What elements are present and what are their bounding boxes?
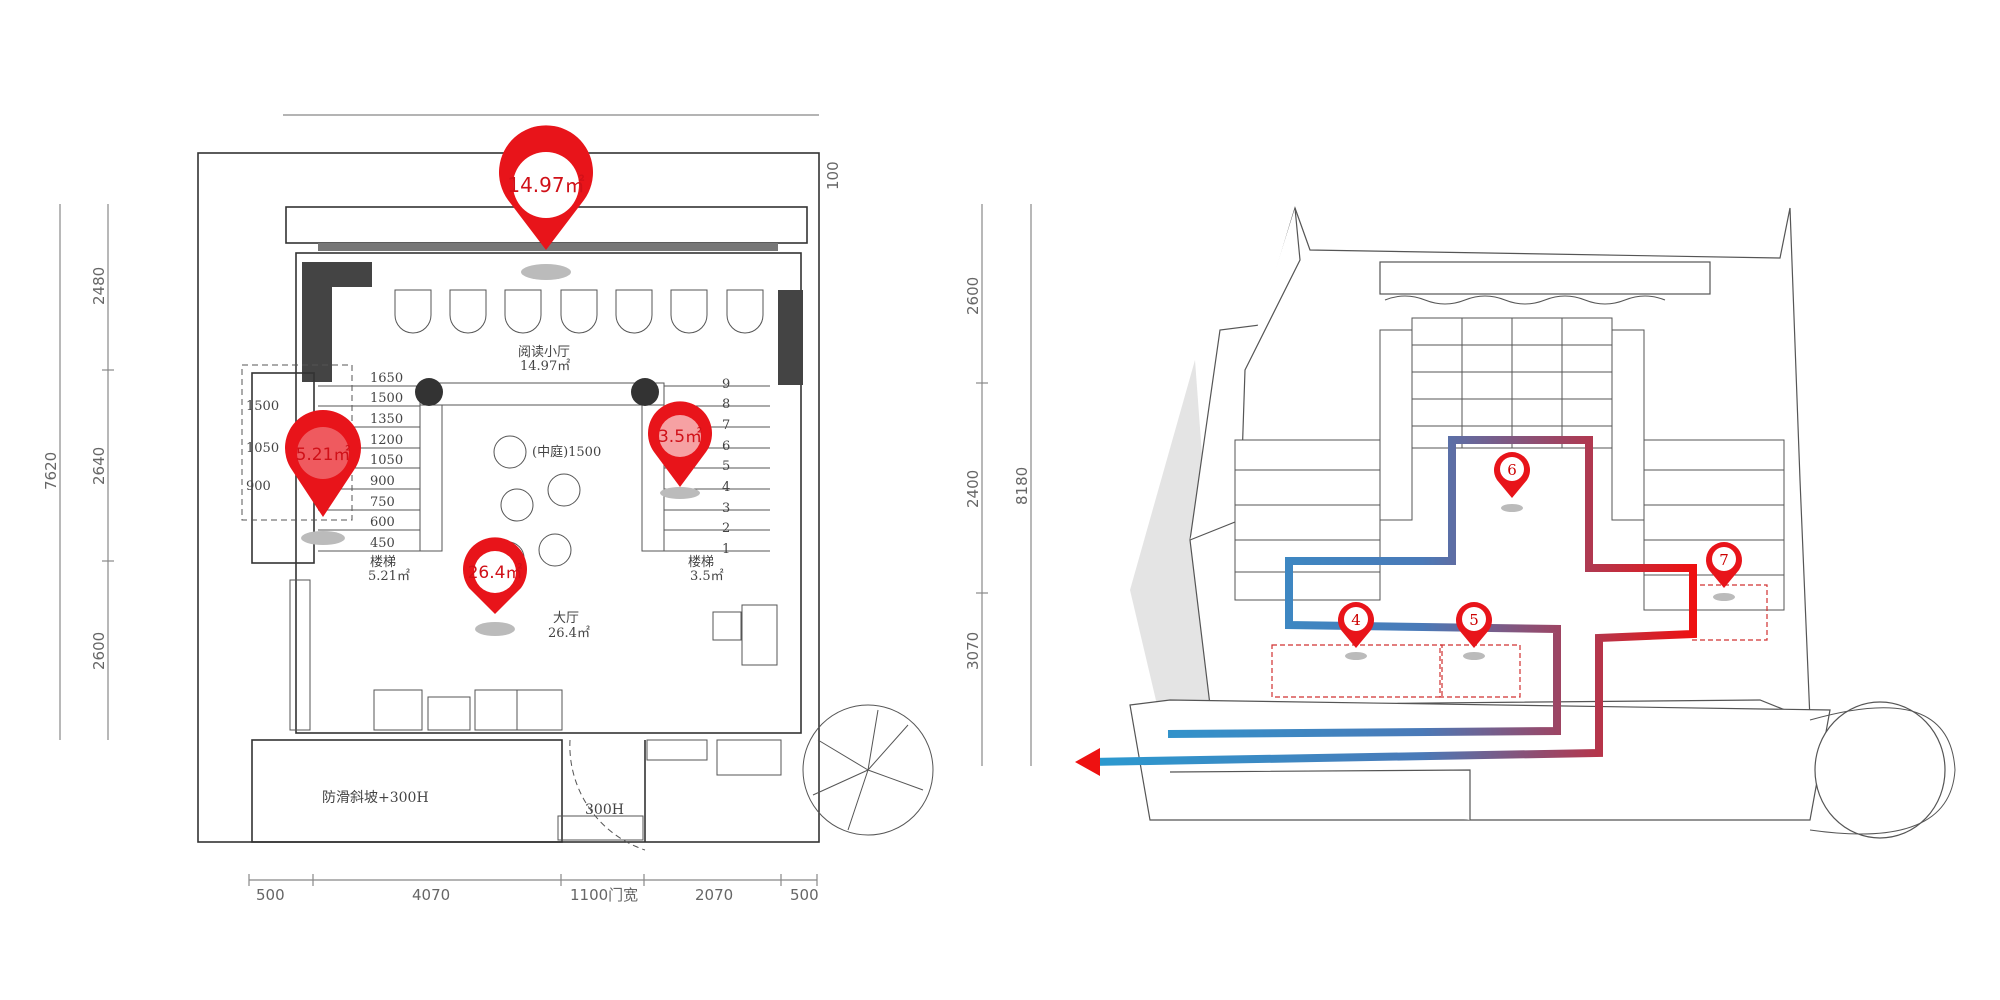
dim-bottom: 1100门宽 bbox=[570, 886, 638, 904]
dim-bottom: 500 bbox=[256, 886, 285, 904]
exit-arrow-icon bbox=[1075, 748, 1100, 776]
stair-height: 1200 bbox=[370, 433, 403, 448]
area-pin: 14.97㎡ bbox=[498, 125, 593, 280]
seat-label: 1500 bbox=[246, 399, 279, 414]
stair-right-area: 3.5㎡ bbox=[690, 569, 724, 584]
pin-label: 5 bbox=[1469, 611, 1479, 629]
dim-bottom: 4070 bbox=[412, 886, 450, 904]
stair-numbers: 9 8 7 6 5 4 3 2 1 bbox=[722, 377, 730, 557]
stair-number: 3 bbox=[722, 501, 730, 516]
pin-label: 6 bbox=[1507, 461, 1517, 479]
area-pin: 26.4㎡ bbox=[463, 537, 528, 636]
pin-label: 3.5㎡ bbox=[658, 427, 702, 447]
stair-number: 1 bbox=[722, 542, 730, 557]
stair-height: 1650 bbox=[370, 371, 403, 386]
reading-chairs bbox=[394, 289, 764, 334]
area-pin: 3.5㎡ bbox=[648, 401, 712, 499]
dim-right: 3070 bbox=[964, 632, 982, 670]
stair-number: 6 bbox=[722, 439, 730, 454]
dim-left-total: 7620 bbox=[42, 452, 60, 490]
floor-plan: 100 阅读小厅 14.97㎡ 1650 1500 bbox=[42, 114, 1032, 904]
dim-right: 2600 bbox=[964, 277, 982, 315]
pin-label: 7 bbox=[1719, 551, 1729, 569]
dim-left: 2600 bbox=[90, 632, 108, 670]
hall-name: 大厅 bbox=[553, 611, 579, 626]
stair-height: 450 bbox=[370, 536, 395, 551]
pin-label: 14.97㎡ bbox=[507, 173, 584, 197]
circulation-route bbox=[1089, 436, 1697, 766]
zone-pin-5: 5 bbox=[1455, 602, 1492, 660]
stair-number: 4 bbox=[722, 480, 730, 495]
zone-pin-7: 7 bbox=[1706, 542, 1742, 601]
step-label: 300H bbox=[585, 802, 624, 818]
area-pin: 5.21㎡ bbox=[285, 410, 362, 545]
stair-height: 1350 bbox=[370, 412, 403, 427]
stair-height: 750 bbox=[370, 495, 395, 510]
pin-label: 5.21㎡ bbox=[296, 445, 351, 465]
bookshelf bbox=[1379, 317, 1645, 521]
stair-heights: 1650 1500 1350 1200 1050 900 750 600 450 bbox=[370, 371, 403, 551]
stair-height: 1050 bbox=[370, 453, 403, 468]
axonometric-view: 6 4 5 7 bbox=[1075, 206, 1956, 839]
stair-height: 1500 bbox=[370, 391, 403, 406]
hall-area: 26.4㎡ bbox=[548, 626, 590, 641]
stair-number: 7 bbox=[722, 418, 730, 433]
dim-bottom: 2070 bbox=[695, 886, 733, 904]
ramp-label: 防滑斜坡+300H bbox=[322, 789, 429, 806]
dim-bottom: 500 bbox=[790, 886, 819, 904]
dim-right: 2400 bbox=[964, 470, 982, 508]
dim-100: 100 bbox=[824, 161, 842, 190]
stepped-seating bbox=[1234, 439, 1785, 611]
seat-label: 900 bbox=[246, 479, 271, 494]
stair-left-name: 楼梯 bbox=[370, 555, 396, 570]
stair-number: 5 bbox=[722, 459, 730, 474]
dim-right-total: 8180 bbox=[1013, 467, 1031, 505]
dim-left: 2640 bbox=[90, 447, 108, 485]
tree-icon bbox=[802, 704, 934, 836]
stair-height: 600 bbox=[370, 515, 395, 530]
reading-room-area: 14.97㎡ bbox=[520, 359, 570, 374]
reading-room-name: 阅读小厅 bbox=[518, 345, 570, 360]
stair-left-area: 5.21㎡ bbox=[368, 569, 410, 584]
stair-right-name: 楼梯 bbox=[688, 555, 714, 570]
dim-left: 2480 bbox=[90, 267, 108, 305]
stair-number: 8 bbox=[722, 397, 730, 412]
seat-label: 1050 bbox=[246, 441, 279, 456]
stair-number: 2 bbox=[722, 521, 730, 536]
stair-number: 9 bbox=[722, 377, 730, 392]
pin-label: 4 bbox=[1351, 611, 1361, 629]
stair-height: 900 bbox=[370, 474, 395, 489]
zone-pin-4: 4 bbox=[1337, 602, 1374, 660]
courtyard-label: (中庭)1500 bbox=[532, 444, 601, 460]
zone-pin-6: 6 bbox=[1494, 452, 1530, 512]
pin-label: 26.4㎡ bbox=[468, 563, 523, 583]
